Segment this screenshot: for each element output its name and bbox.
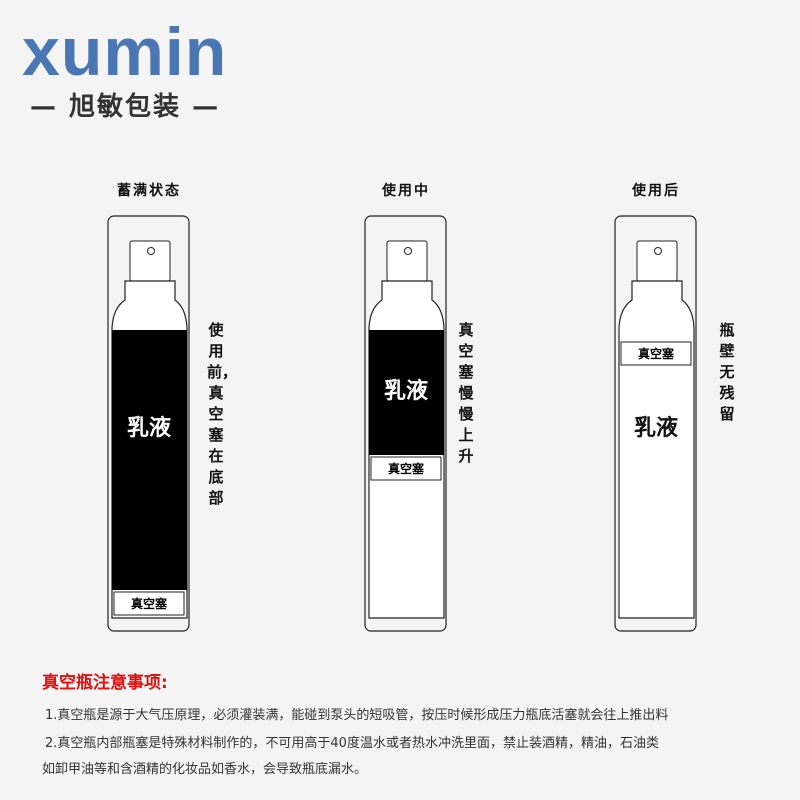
bottle-in-use xyxy=(364,215,447,632)
lotion-label: 乳液 xyxy=(127,415,171,441)
side-note-full: 使用前，真空塞在底部 xyxy=(207,321,238,507)
brand-logo: xumin xyxy=(22,14,228,90)
bottle-after xyxy=(614,215,697,632)
notice-line: 2.真空瓶内部瓶塞是特殊材料制作的，不可用高于40度温水或者热水冲洗里面，禁止装… xyxy=(45,736,659,751)
notice-line: 如卸甲油等和含酒精的化妆品如香水，会导致瓶底漏水。 xyxy=(42,762,368,777)
side-note-in-use: 真空塞慢慢上升 xyxy=(458,321,474,465)
notice-title: 真空瓶注意事项: xyxy=(42,673,168,693)
stage-title-full: 蓄满状态 xyxy=(117,183,181,199)
lotion-label: 乳液 xyxy=(634,415,678,441)
piston-label: 真空塞 xyxy=(388,461,425,476)
lotion-label: 乳液 xyxy=(384,378,428,404)
stage-title-after: 使用后 xyxy=(632,183,680,199)
brand-subtitle: — 旭敏包装 — xyxy=(30,92,221,122)
bottle-full xyxy=(107,215,190,632)
piston-label: 真空塞 xyxy=(131,596,168,611)
notice-line: 1.真空瓶是源于大气压原理，必须灌装满，能碰到泵头的短吸管，按压时候形成压力瓶底… xyxy=(45,708,669,723)
piston-label: 真空塞 xyxy=(638,346,675,361)
side-note-after: 瓶壁无残留 xyxy=(719,321,735,423)
stage-title-in-use: 使用中 xyxy=(382,183,430,199)
